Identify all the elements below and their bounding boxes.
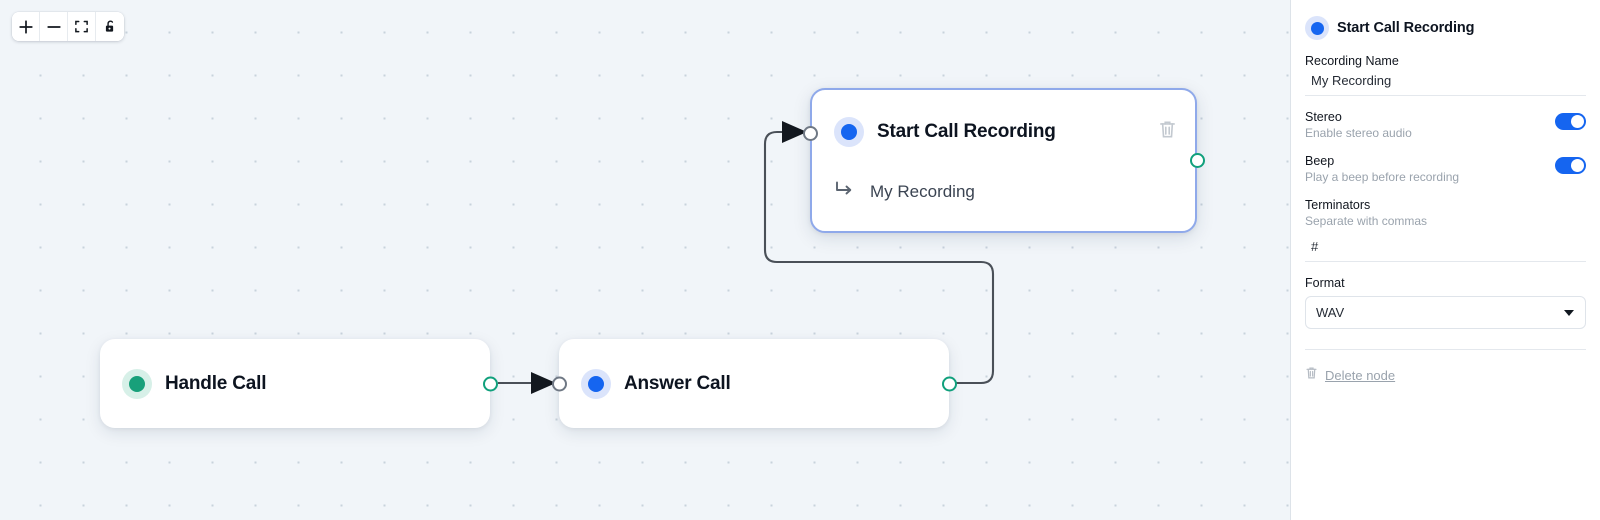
node-start-call-recording[interactable]: Start Call Recording bbox=[802, 88, 1205, 233]
beep-labels: Beep Play a beep before recording bbox=[1305, 154, 1459, 184]
node-title: Start Call Recording bbox=[877, 121, 1056, 142]
node-title: Answer Call bbox=[624, 372, 731, 394]
panel-header: Start Call Recording bbox=[1305, 0, 1586, 40]
format-select[interactable]: WAV bbox=[1305, 296, 1586, 329]
lock-icon bbox=[103, 19, 118, 34]
zoom-in-button[interactable] bbox=[12, 12, 40, 41]
format-select-wrap: WAV bbox=[1305, 296, 1586, 329]
edge-layer bbox=[498, 121, 995, 394]
zoom-in-icon bbox=[18, 19, 34, 35]
panel-title: Start Call Recording bbox=[1337, 20, 1475, 36]
beep-toggle[interactable] bbox=[1555, 157, 1586, 174]
zoom-out-icon bbox=[46, 19, 62, 35]
node-status-dot-icon bbox=[834, 117, 864, 147]
terminators-input[interactable] bbox=[1305, 234, 1586, 262]
delete-node-button[interactable]: Delete node bbox=[1305, 366, 1586, 385]
canvas-toolbar bbox=[12, 12, 124, 41]
stereo-setting-row: Stereo Enable stereo audio bbox=[1305, 110, 1586, 140]
fit-view-icon bbox=[74, 19, 89, 34]
node-title: Handle Call bbox=[165, 372, 267, 394]
zoom-out-button[interactable] bbox=[40, 12, 68, 41]
trash-icon bbox=[1158, 119, 1177, 145]
lock-toggle-button[interactable] bbox=[96, 12, 124, 41]
chevron-down-icon bbox=[1564, 309, 1574, 316]
node-handle-call-output-handle[interactable] bbox=[482, 376, 498, 391]
node-status-dot-icon bbox=[581, 368, 611, 399]
recording-name-field: Recording Name bbox=[1305, 54, 1586, 96]
format-field: Format WAV bbox=[1305, 276, 1586, 329]
recording-name-label: Recording Name bbox=[1305, 54, 1399, 68]
node-start-call-recording-output-handle[interactable] bbox=[1189, 153, 1205, 168]
node-answer-call-output-handle[interactable] bbox=[941, 376, 957, 391]
panel-divider bbox=[1305, 349, 1586, 350]
terminators-label: Terminators bbox=[1305, 198, 1371, 212]
beep-hint: Play a beep before recording bbox=[1305, 170, 1460, 184]
terminators-hint: Separate with commas bbox=[1305, 214, 1428, 228]
stereo-hint: Enable stereo audio bbox=[1305, 126, 1412, 140]
node-handle-call-row: Handle Call bbox=[100, 339, 490, 428]
subtitle-arrow-icon bbox=[834, 180, 856, 203]
node-settings-panel: Start Call Recording Recording Name Ster… bbox=[1290, 0, 1600, 520]
node-answer-call[interactable]: Answer Call bbox=[551, 339, 957, 428]
beep-toggle-knob bbox=[1571, 159, 1584, 172]
node-start-call-recording-input-handle[interactable] bbox=[802, 126, 818, 141]
node-start-call-recording-subtitle-row: My Recording bbox=[812, 180, 1195, 203]
format-select-value: WAV bbox=[1316, 305, 1345, 320]
flow-canvas[interactable]: Handle Call Answer Call Start Call Recor… bbox=[0, 0, 1290, 520]
stereo-label: Stereo bbox=[1305, 110, 1342, 124]
beep-setting-row: Beep Play a beep before recording bbox=[1305, 154, 1586, 184]
format-label: Format bbox=[1305, 276, 1345, 290]
recording-name-input[interactable] bbox=[1305, 68, 1586, 96]
stereo-labels: Stereo Enable stereo audio bbox=[1305, 110, 1412, 140]
delete-node-label: Delete node bbox=[1325, 368, 1396, 383]
node-status-dot-icon bbox=[122, 368, 152, 399]
beep-label: Beep bbox=[1305, 154, 1335, 168]
node-subtitle: My Recording bbox=[870, 181, 975, 201]
panel-status-dot-icon bbox=[1305, 16, 1329, 40]
node-delete-button[interactable] bbox=[1158, 119, 1177, 145]
trash-icon bbox=[1305, 366, 1318, 385]
terminators-field: Terminators Separate with commas bbox=[1305, 198, 1586, 262]
stereo-toggle-knob bbox=[1571, 115, 1584, 128]
node-start-call-recording-header: Start Call Recording bbox=[812, 90, 1195, 174]
stereo-toggle[interactable] bbox=[1555, 113, 1586, 130]
node-answer-call-row: Answer Call bbox=[559, 339, 949, 428]
node-answer-call-input-handle[interactable] bbox=[551, 376, 567, 391]
fit-view-button[interactable] bbox=[68, 12, 96, 41]
node-handle-call[interactable]: Handle Call bbox=[100, 339, 498, 428]
